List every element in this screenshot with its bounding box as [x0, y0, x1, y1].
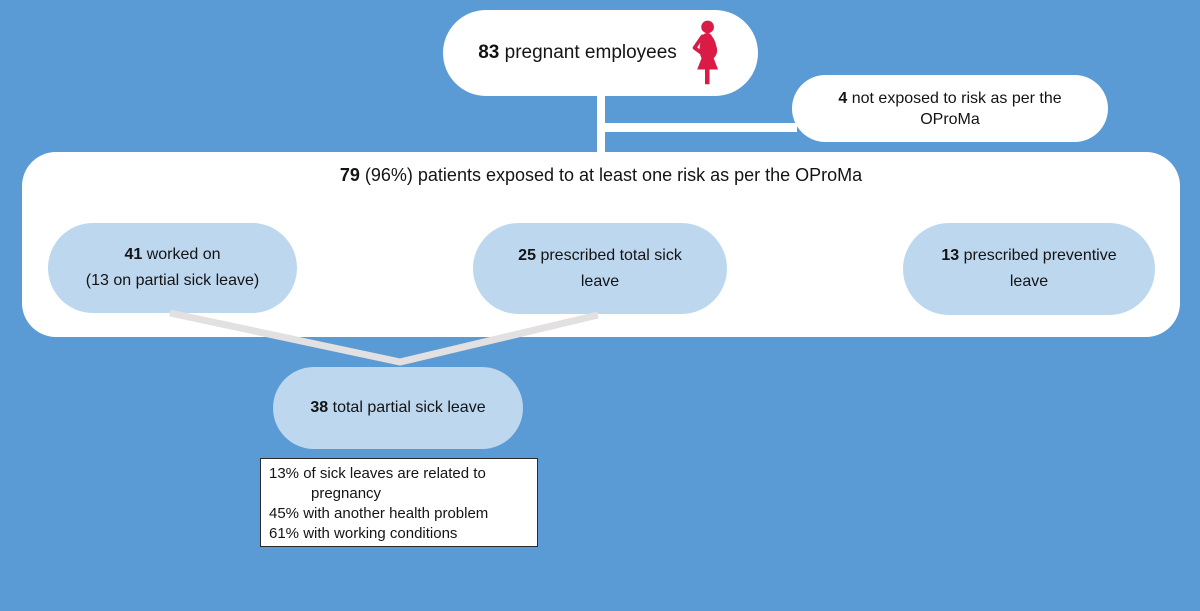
preventive-leave-count: 13 [941, 247, 960, 264]
worked-on-label: worked on [146, 246, 221, 263]
preventive-leave-label: prescribed preventive leave [963, 247, 1117, 290]
note-line-3: 61% with working conditions [269, 525, 458, 542]
note-line-1: 13% of sick leaves are related to [269, 465, 486, 482]
total-sick-leave-label: prescribed total sick leave [540, 246, 682, 290]
pregnant-employees-label: pregnant employees [504, 42, 677, 63]
not-exposed-count: 4 [838, 89, 848, 107]
pregnant-employees-count: 83 [478, 42, 500, 63]
partial-sick-leave-count: 38 [310, 399, 329, 416]
worked-on-count: 41 [124, 246, 143, 263]
exposed-label: (96%) patients exposed to at least one r… [364, 165, 863, 185]
partial-sick-leave-label: total partial sick leave [332, 399, 486, 416]
note-line-1-wrap: pregnancy [311, 485, 382, 502]
exposed-title: 79(96%) patients exposed to at least one… [22, 152, 1180, 186]
total-sick-leave-count: 25 [518, 246, 536, 264]
connector-vertical-83-to-exposed [597, 94, 605, 154]
exposed-count: 79 [339, 165, 360, 185]
connector-horizontal-to-not-exposed [601, 123, 797, 132]
worked-on-sub: (13 on partial sick leave) [85, 272, 260, 289]
sick-leave-notes-box: 13% of sick leaves are related to pregna… [260, 458, 538, 547]
note-line-2: 45% with another health problem [269, 505, 489, 522]
pregnant-woman-icon [687, 20, 723, 86]
not-exposed-label: not exposed to risk as per the OProMa [851, 89, 1062, 128]
